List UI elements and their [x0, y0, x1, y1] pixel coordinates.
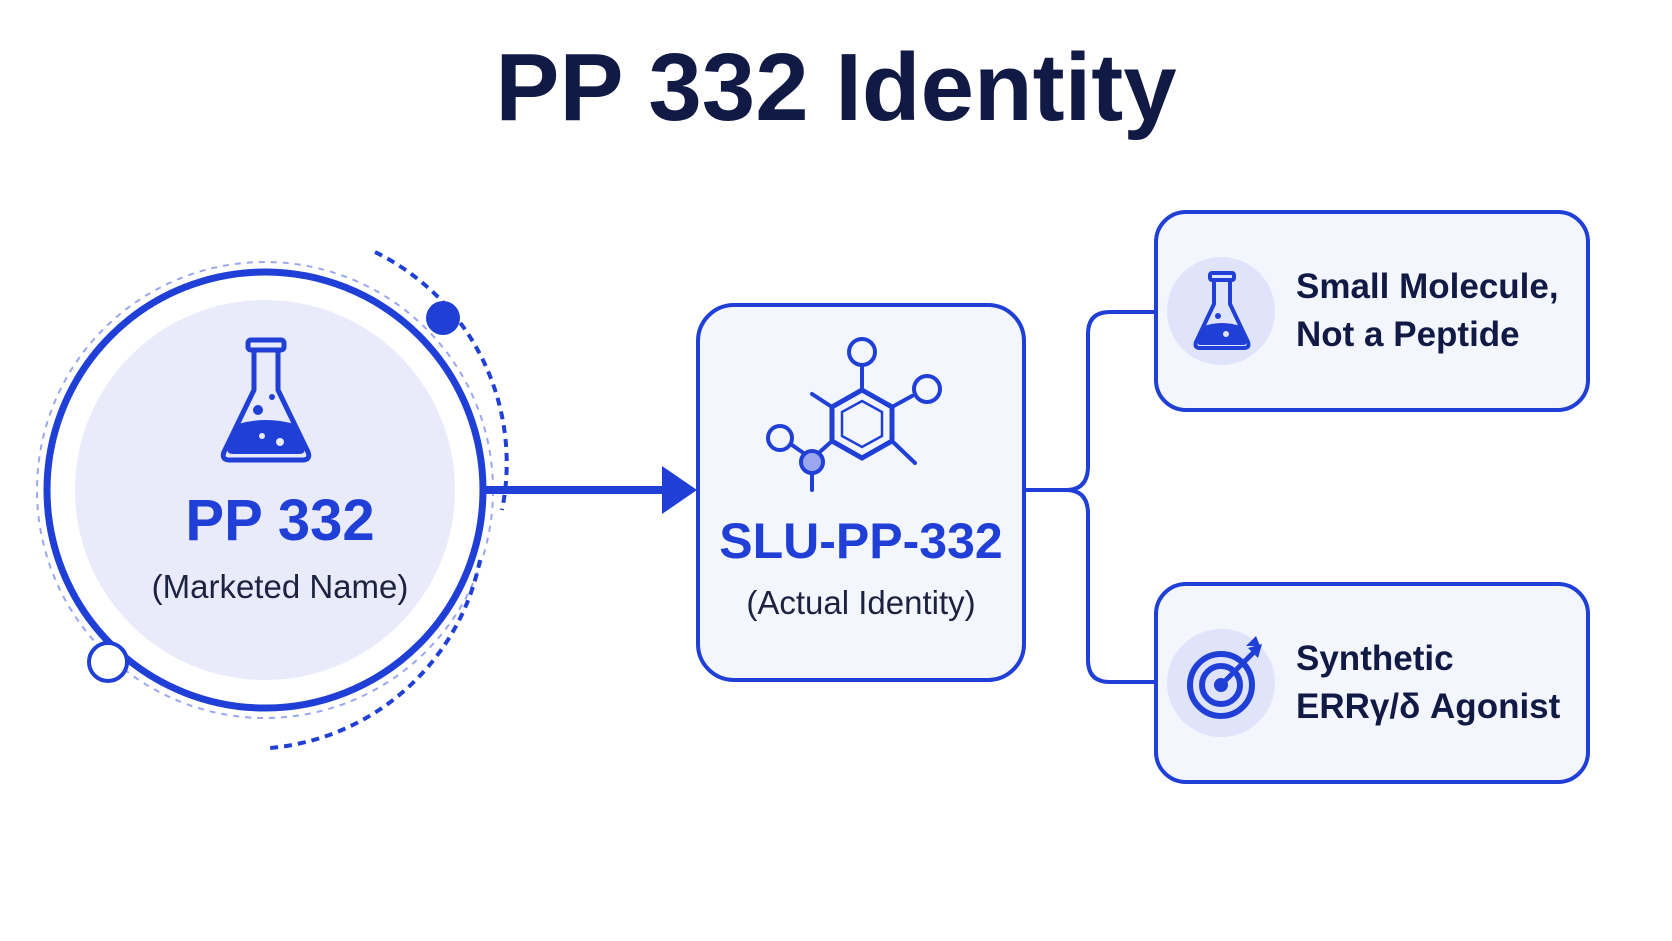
orbit-dot-hollow	[87, 641, 129, 683]
molecule-icon	[766, 337, 942, 492]
orbit-dot-filled	[426, 301, 460, 335]
actual-identity-box	[696, 303, 1026, 682]
property-line: ERRγ/δ Agonist	[1296, 687, 1561, 726]
property-agonist-text: Synthetic ERRγ/δ Agonist	[1296, 635, 1596, 731]
flask-icon	[220, 337, 312, 463]
property-line: Not a Peptide	[1296, 315, 1520, 354]
actual-identity-node	[696, 303, 1026, 682]
property-small-molecule-text: Small Molecule, Not a Peptide	[1296, 263, 1596, 359]
orbit-arc-bottom	[269, 559, 482, 750]
orbit-arc-top	[374, 250, 509, 511]
marketed-name-caption: (Marketed Name)	[151, 568, 409, 605]
actual-identity-label: SLU-PP-332	[719, 513, 1003, 569]
property-card-small-molecule	[1154, 210, 1590, 412]
marketed-name-node	[36, 250, 509, 750]
branch-connector	[1024, 310, 1156, 684]
target-icon	[1187, 636, 1262, 719]
property-line: Small Molecule,	[1296, 267, 1559, 306]
actual-identity-caption: (Actual Identity)	[746, 584, 976, 621]
marketed-circle-fill	[75, 300, 455, 680]
property-card-agonist	[1154, 582, 1590, 784]
marketed-name-label: PP 332	[185, 488, 375, 553]
page-title: PP 332 Identity	[495, 34, 1177, 141]
property-line: Synthetic	[1296, 639, 1454, 678]
identity-arrow	[483, 466, 697, 514]
flask-icon	[1193, 271, 1251, 350]
